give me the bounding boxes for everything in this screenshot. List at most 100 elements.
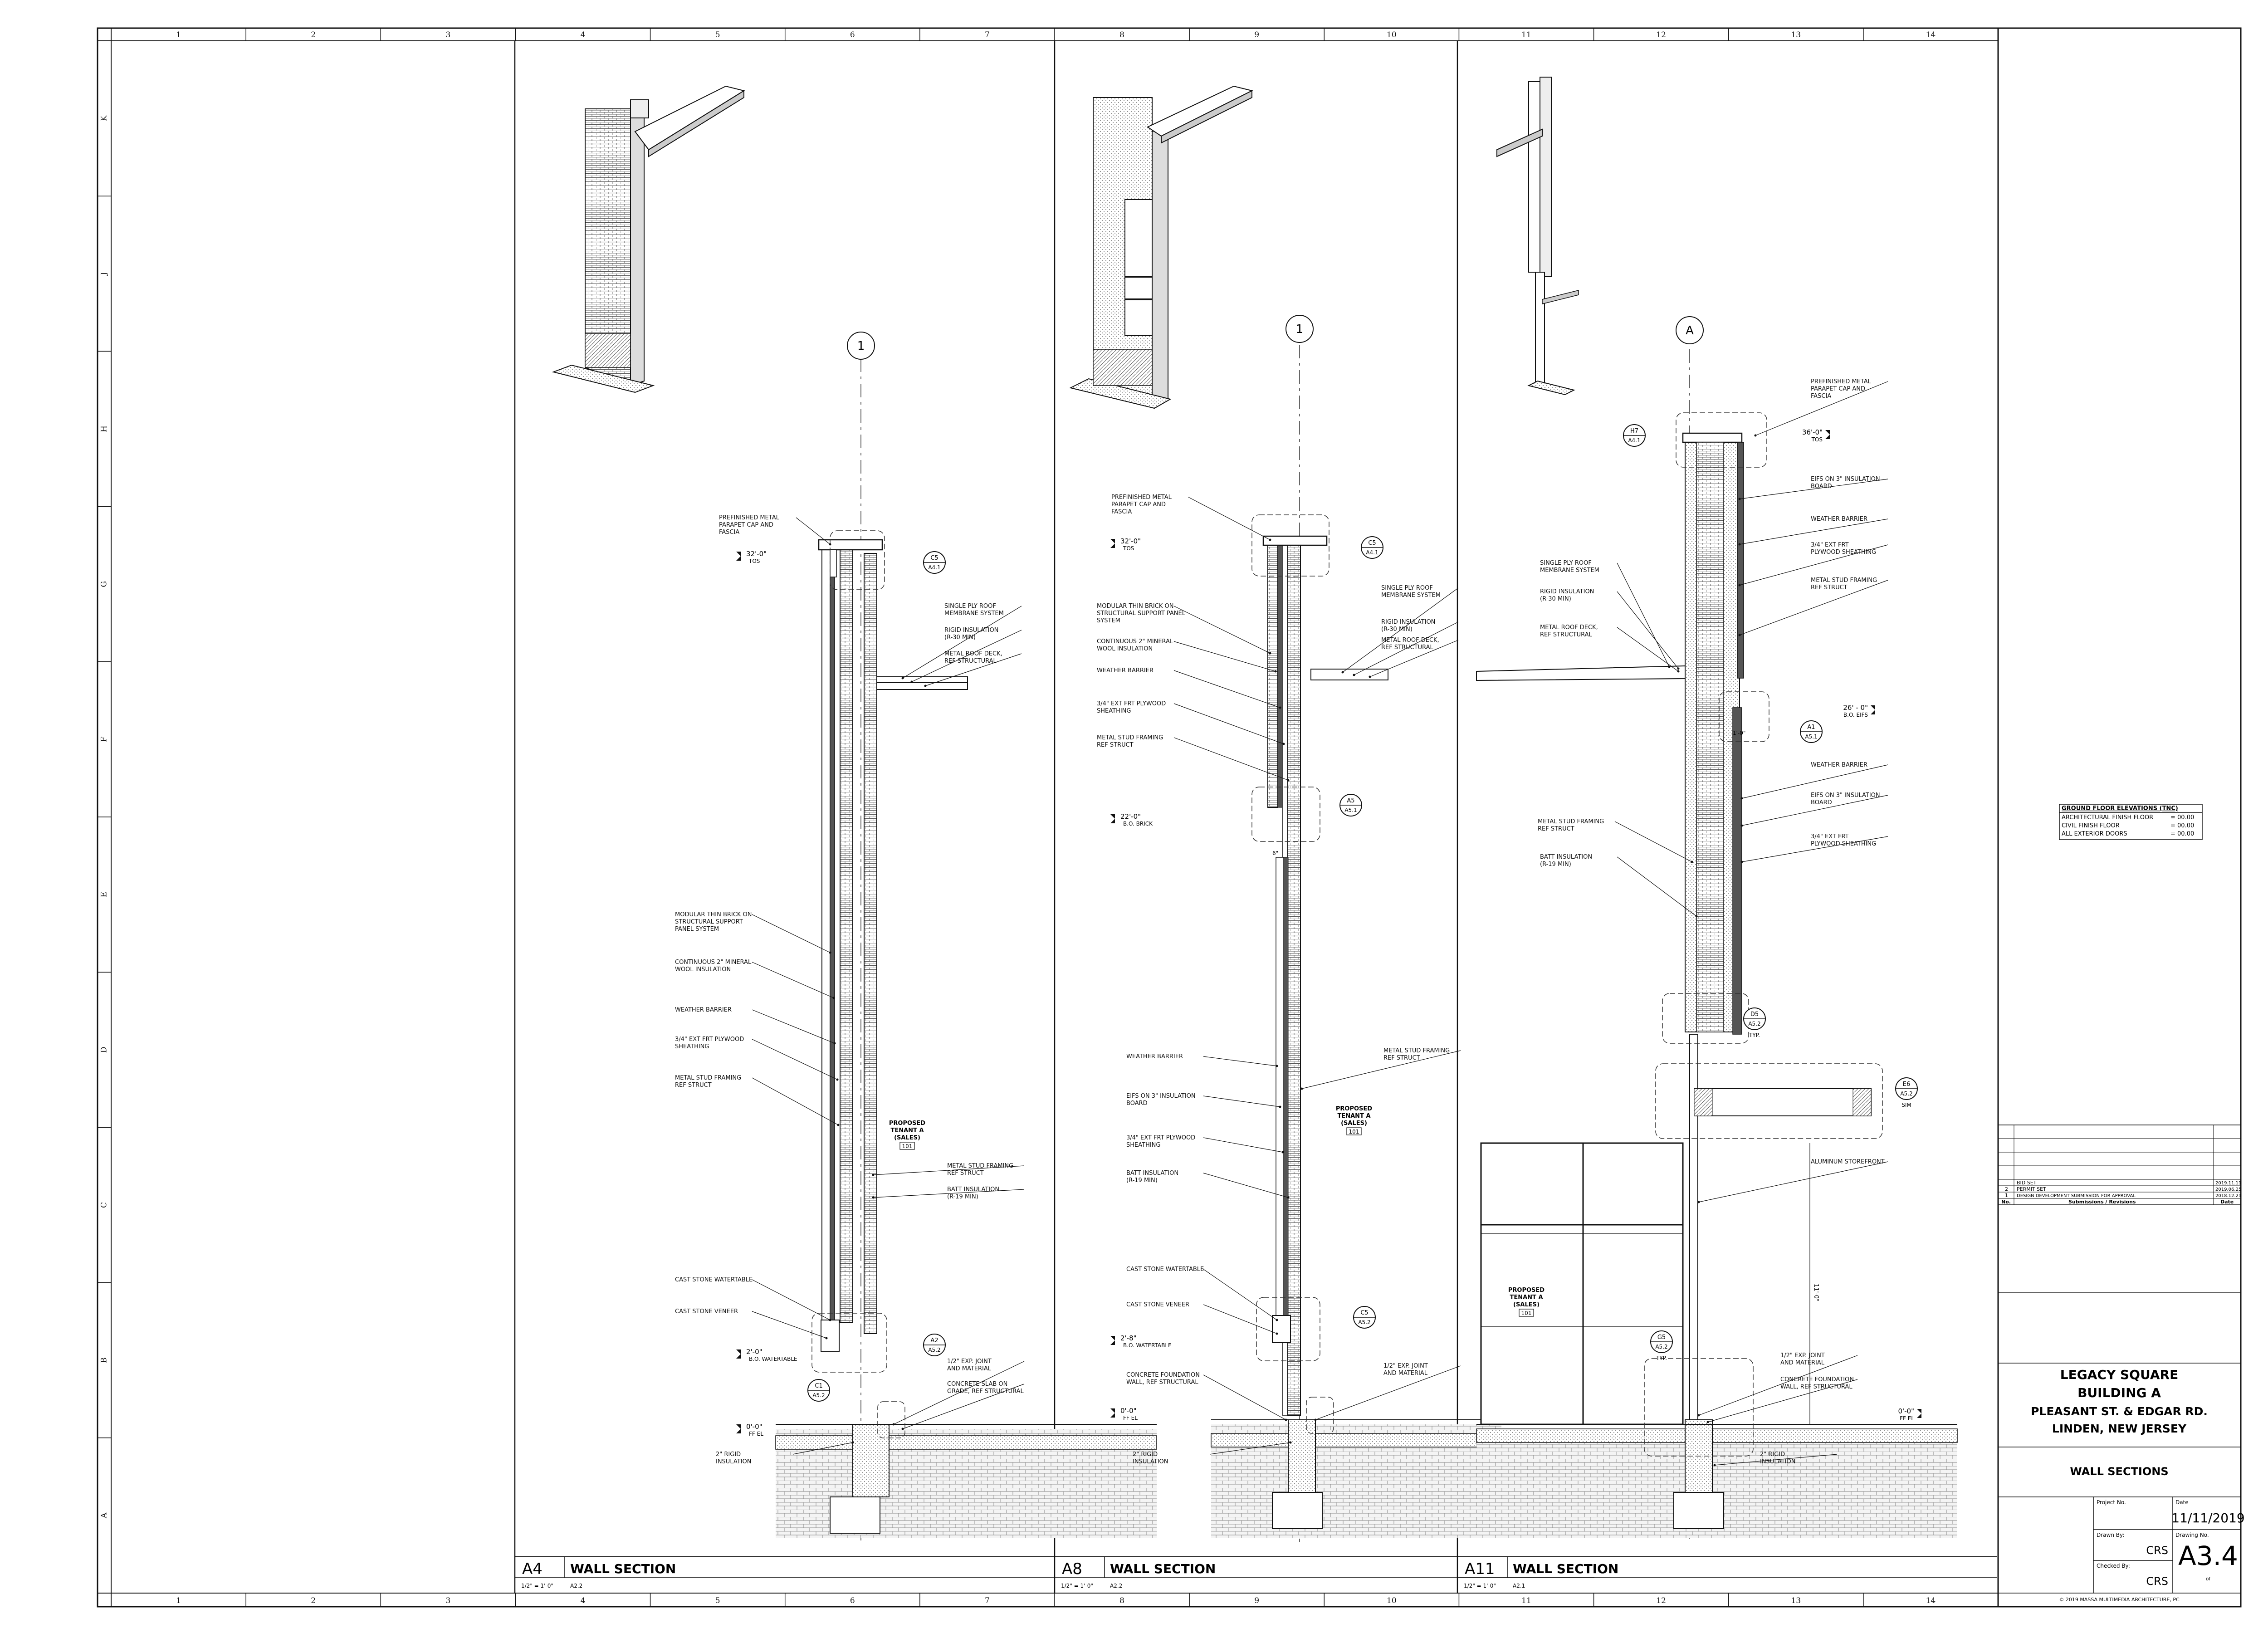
detail-tag-note: SIM [1901, 1102, 1911, 1108]
leader-line [902, 1384, 1025, 1429]
elevation-marker: 0'-0"FF EL [736, 1423, 763, 1437]
leader-dot [1274, 670, 1277, 673]
leader-dot [1369, 675, 1371, 678]
room-tag-text: TENANT A [1337, 1113, 1370, 1120]
grid-column-label-top: 14 [1926, 30, 1936, 39]
note-text: REF STRUCTURAL [1381, 644, 1434, 651]
leader-dot [825, 1337, 828, 1340]
detail-tag-number: C5 [1360, 1310, 1368, 1316]
note-text: CONCRETE FOUNDATION [1126, 1372, 1200, 1379]
note-text: RIGID INSULATION [1540, 588, 1594, 595]
section-scale: 1/2" = 1'-0" [521, 1583, 553, 1589]
leader-dot [1677, 667, 1680, 670]
room-tag-text: PROPOSED [1336, 1105, 1372, 1112]
leader-dot [1738, 543, 1741, 546]
note-text: METAL ROOF DECK, [944, 650, 1002, 657]
section-reference: A2.1 [1513, 1583, 1525, 1589]
revision-row-2-date: 2019.06.25 [2215, 1187, 2241, 1192]
elevation-symbol [1110, 814, 1115, 823]
note-text: METAL ROOF DECK, [1540, 624, 1598, 631]
leader-dot [1740, 797, 1743, 800]
note-text: BATT INSULATION [1540, 854, 1592, 861]
leader-line [1354, 621, 1459, 675]
elevation-value: 0'-0" [1120, 1407, 1137, 1415]
grid-column-label-top: 11 [1521, 30, 1531, 39]
room-number: 101 [1349, 1129, 1359, 1135]
leader-dot [1285, 1418, 1287, 1421]
elevation-marker: 36'-0"TOS [1802, 428, 1830, 443]
leader-line [1617, 562, 1670, 667]
note-text: BOARD [1811, 483, 1832, 490]
grid-row-label: H [100, 425, 109, 432]
section-title: WALL SECTION [1513, 1561, 1618, 1576]
detail-tag-number: C5 [1368, 540, 1376, 547]
elevation-value: 32'-0" [1120, 537, 1141, 545]
elevation-row-3-value: = 00.00 [2170, 831, 2194, 837]
note-text: CONTINUOUS 2" MINERAL [1097, 638, 1173, 645]
note-a4-right: BATT INSULATION(R-19 MIN) [872, 1186, 1025, 1200]
note-text: WEATHER BARRIER [675, 1007, 732, 1013]
leader-dot [901, 1428, 904, 1430]
grid-column-label-top: 13 [1791, 30, 1801, 39]
note-text: STRUCTURAL SUPPORT [675, 919, 743, 925]
revision-row-3-no: 1 [2005, 1193, 2008, 1198]
leader-dot [924, 684, 927, 687]
leader-line [911, 630, 1022, 682]
elevation-row-2-label: CIVIL FINISH FLOOR [2062, 822, 2120, 829]
grid-column-label-top: 8 [1119, 30, 1124, 39]
note-a11-left: METAL ROOF DECK,REF STRUCTURAL [1540, 624, 1680, 673]
detail-tag-number: A2 [930, 1337, 938, 1344]
room-tag-text: (SALES) [1513, 1301, 1540, 1308]
drawn-by-label: Drawn By: [2097, 1532, 2124, 1538]
revision-row-2-no: 2 [2005, 1186, 2008, 1192]
note-text: PREFINISHED METAL [1811, 378, 1872, 385]
note-text: ALUMINUM STOREFRONT [1811, 1159, 1885, 1165]
note-text: PREFINISHED METAL [1111, 494, 1172, 501]
note-text: BOARD [1126, 1100, 1148, 1107]
note-text: CAST STONE VENEER [1126, 1301, 1189, 1308]
note-text: SHEATHING [675, 1043, 709, 1050]
grid-bubble-label: 1 [1296, 323, 1304, 336]
leader-line [752, 962, 834, 998]
note-text: CONCRETE FOUNDATION [1780, 1376, 1854, 1383]
leader-dot [1282, 743, 1285, 745]
drawn-by-value: CRS [2146, 1544, 2168, 1557]
detail-tag-sheet: A4.1 [928, 564, 940, 571]
detail-tag-sheet: A5.1 [1805, 733, 1817, 740]
leader-line [792, 1442, 853, 1455]
note-text: EIFS ON 3" INSULATION [1811, 476, 1880, 483]
note-text: AND MATERIAL [947, 1365, 992, 1372]
note-text: REF STRUCT [1538, 826, 1574, 832]
detail-tag-number: A5 [1347, 797, 1354, 804]
note-text: CAST STONE WATERTABLE [675, 1276, 753, 1283]
revision-header-date: Date [2220, 1199, 2234, 1205]
detail-tag-sheet: A5.2 [928, 1347, 940, 1353]
section-title: WALL SECTION [1110, 1561, 1216, 1576]
leader-dot [833, 1042, 836, 1045]
grid-bubble: 1 [847, 332, 875, 360]
elevation-marker: 26' - 0"B.O. EIFS [1843, 704, 1875, 718]
leader-line [1173, 737, 1289, 781]
note-text: 3/4" EXT FRT PLYWOOD [1126, 1134, 1195, 1141]
room-number: 101 [1521, 1310, 1532, 1316]
note-text: 1/2" EXP. JOINT [1383, 1363, 1428, 1369]
detail-tag-sheet: A4.1 [1628, 437, 1640, 444]
leader-dot [1738, 634, 1741, 636]
detail-tag-sheet: A5.2 [1655, 1344, 1667, 1350]
elevation-value: 2'-8" [1120, 1334, 1137, 1342]
grid-column-label-top: 2 [311, 30, 316, 39]
detail-tag-number: D5 [1750, 1011, 1759, 1018]
detail-tag-number: H7 [1630, 428, 1638, 435]
